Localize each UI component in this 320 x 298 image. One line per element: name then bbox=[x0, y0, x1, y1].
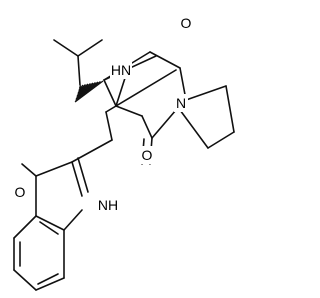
indolinone-ring bbox=[21, 157, 89, 231]
exocyclic-alkene bbox=[71, 111, 113, 163]
bond bbox=[77, 55, 81, 86]
bond bbox=[105, 111, 113, 141]
bond bbox=[141, 115, 153, 139]
bond bbox=[39, 221, 59, 235]
bond bbox=[149, 51, 181, 69]
molecule-svg: O HN N O O NH bbox=[13, 14, 235, 291]
bond bbox=[53, 39, 79, 57]
bond bbox=[115, 77, 126, 107]
bond bbox=[35, 277, 65, 291]
bond bbox=[185, 85, 227, 101]
bond bbox=[13, 215, 37, 239]
bond bbox=[115, 105, 143, 117]
bond bbox=[225, 85, 235, 133]
bond bbox=[13, 269, 37, 291]
bond bbox=[35, 161, 73, 177]
amide-nitrogen-label: N bbox=[176, 95, 186, 111]
bond bbox=[115, 69, 177, 107]
indolinone-oxygen-label: O bbox=[15, 184, 26, 200]
bond bbox=[103, 79, 117, 107]
amide-oxygen-label: O bbox=[142, 147, 153, 163]
hashed-wedge-bond bbox=[74, 80, 104, 103]
bond bbox=[105, 105, 117, 113]
bond bbox=[37, 273, 59, 285]
benzene-ring bbox=[13, 215, 65, 291]
bond bbox=[207, 131, 235, 149]
bond bbox=[35, 215, 65, 231]
indole-nh-label: NH bbox=[98, 197, 118, 213]
structure-drawing: O HN N O O NH bbox=[13, 14, 235, 291]
pyrrolidine-ring bbox=[179, 85, 235, 149]
bond bbox=[21, 163, 37, 177]
isopropyl-group bbox=[53, 39, 103, 86]
bond bbox=[77, 157, 89, 193]
bond bbox=[63, 209, 83, 231]
ketone-oxygen-label: O bbox=[181, 15, 192, 31]
bond bbox=[71, 161, 83, 197]
bond bbox=[179, 109, 209, 149]
bridge-nh-label: HN bbox=[111, 62, 131, 78]
bond bbox=[151, 109, 177, 139]
atom-labels: O HN N O O NH bbox=[13, 14, 193, 214]
bond bbox=[77, 39, 103, 57]
